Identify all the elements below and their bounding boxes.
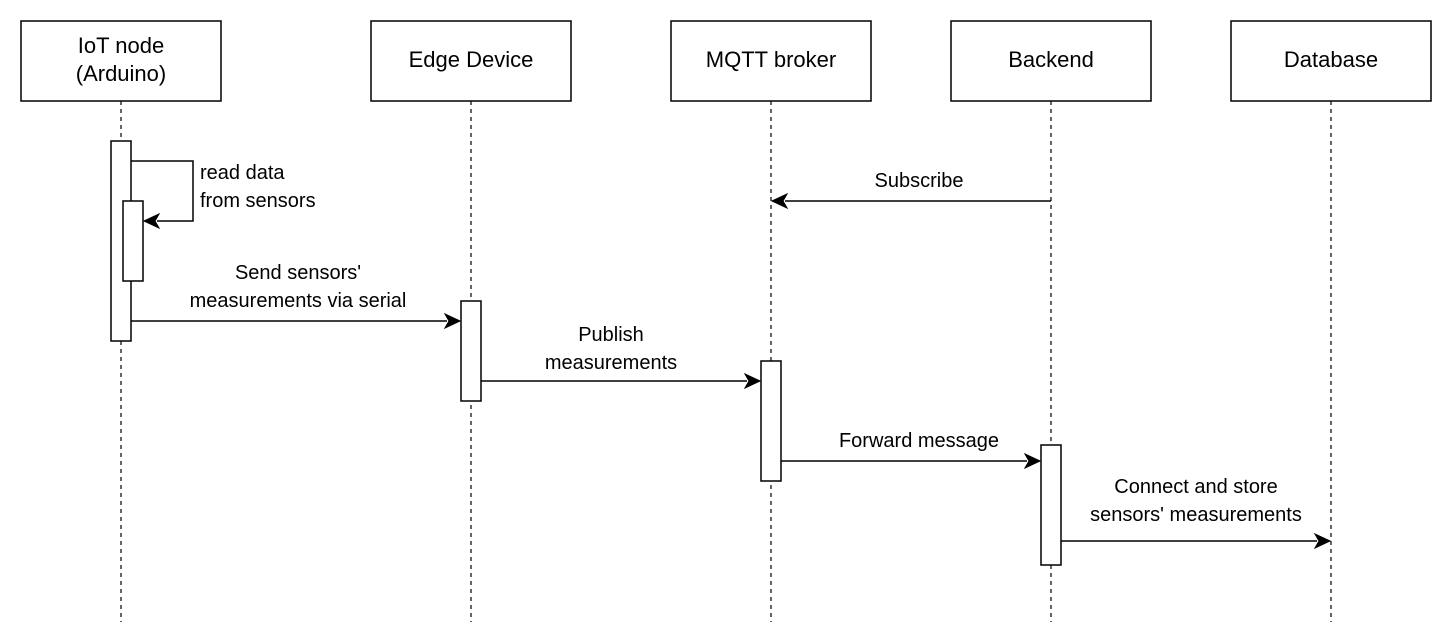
participant-db-label: Database [1284,47,1378,72]
message-subscribe: Subscribe [770,170,1051,210]
participant-mqtt-label: MQTT broker [706,47,836,72]
message-store-line-2: sensors' measurements [1090,504,1302,526]
participant-backend: Backend [950,20,1152,102]
message-read-line-2: from sensors [200,190,316,212]
arrowhead-subscribe [770,192,789,210]
arrowhead-forward [1023,452,1042,470]
activation-mqtt [760,360,782,482]
participant-iot: IoT node (Arduino) [20,20,222,102]
message-read-data: read data from sensors [131,160,316,230]
message-read-line-1: read data [200,162,285,184]
participant-mqtt: MQTT broker [670,20,872,102]
activation-iot-nested [122,200,144,282]
message-send-line-2: measurements via serial [190,290,407,312]
arrowhead-send-serial [443,312,462,330]
arrowhead-publish [743,372,762,390]
activation-edge [460,300,482,402]
message-subscribe-label: Subscribe [875,170,964,192]
message-send-serial: Send sensors' measurements via serial [131,262,462,330]
message-send-line-1: Send sensors' [235,262,361,284]
message-publish-line-1: Publish [578,324,644,346]
participant-iot-line-1: IoT node [78,33,164,58]
activation-backend [1040,444,1062,566]
participant-edge: Edge Device [370,20,572,102]
participant-iot-line-2: (Arduino) [76,61,166,86]
participant-backend-label: Backend [1008,47,1094,72]
participant-edge-label: Edge Device [409,47,534,72]
message-forward-label: Forward message [839,430,999,452]
message-store-line-1: Connect and store [1114,476,1277,498]
message-publish-line-2: measurements [545,352,677,374]
participant-db: Database [1230,20,1432,102]
message-forward: Forward message [781,430,1042,470]
arrowhead-store [1313,532,1332,550]
message-store: Connect and store sensors' measurements [1061,476,1332,550]
message-publish: Publish measurements [481,324,762,390]
arrowhead-read [142,212,161,230]
